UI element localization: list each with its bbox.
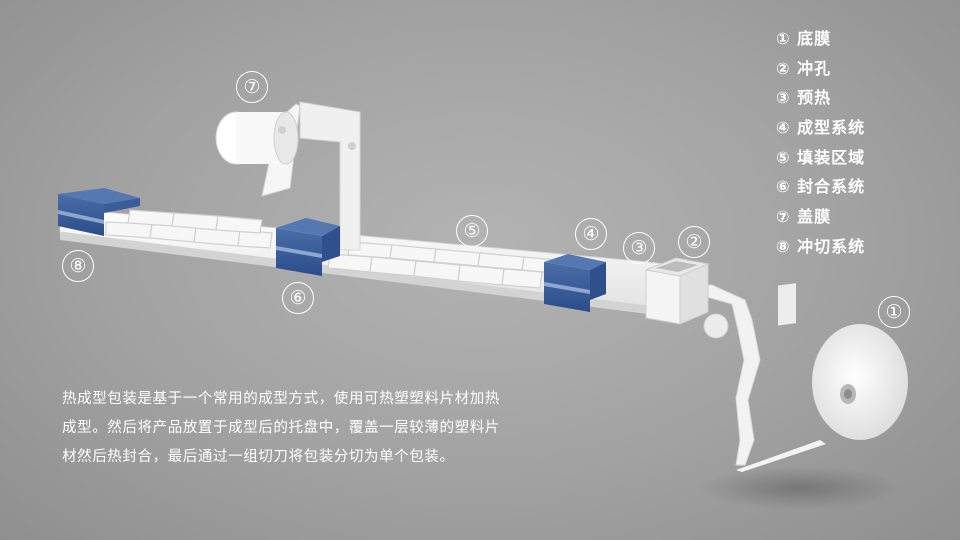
bottom-film-path	[700, 283, 796, 465]
legend-item: ⑦ 盖膜	[776, 204, 865, 234]
legend-label: 封合系统	[797, 174, 865, 200]
legend-label: 预热	[797, 85, 831, 111]
legend-number: ②	[776, 56, 791, 82]
legend-item: ② 冲孔	[776, 56, 865, 86]
legend-item: ⑧ 冲切系统	[776, 234, 865, 264]
legend-item: ① 底膜	[776, 26, 865, 56]
legend-number: ⑥	[776, 174, 791, 200]
legend: ① 底膜 ② 冲孔 ③ 预热 ④ 成型系统 ⑤ 填装区域 ⑥ 封合系统 ⑦ 盖膜…	[776, 26, 865, 264]
legend-label: 底膜	[797, 26, 831, 52]
legend-label: 填装区域	[797, 145, 865, 171]
callout-preheating: ③	[623, 232, 655, 264]
legend-item: ④ 成型系统	[776, 115, 865, 145]
legend-item: ⑤ 填装区域	[776, 145, 865, 175]
floor-shadow	[700, 466, 900, 510]
legend-label: 成型系统	[797, 115, 865, 141]
legend-item: ⑥ 封合系统	[776, 174, 865, 204]
callout-punching: ②	[678, 226, 710, 258]
callout-cutting-system: ⑧	[62, 250, 94, 282]
process-description: 热成型包装是基于一个常用的成型方式，使用可热塑塑料片材加热成型。然后将产品放置于…	[62, 385, 502, 472]
preheat-and-punch-units	[646, 258, 708, 324]
callout-forming-system: ④	[575, 218, 607, 250]
callout-cover-film: ⑦	[236, 71, 268, 103]
legend-number: ④	[776, 115, 791, 141]
legend-label: 盖膜	[797, 204, 831, 230]
legend-label: 冲切系统	[797, 234, 865, 260]
callout-filling-area: ⑤	[456, 215, 488, 247]
legend-number: ⑧	[776, 234, 791, 260]
callout-sealing-system: ⑥	[282, 282, 314, 314]
bottom-film-roll	[736, 324, 908, 472]
legend-number: ①	[776, 26, 791, 52]
legend-item: ③ 预热	[776, 85, 865, 115]
callout-bottom-film: ①	[878, 296, 910, 328]
legend-number: ⑦	[776, 204, 791, 230]
legend-number: ⑤	[776, 145, 791, 171]
legend-number: ③	[776, 85, 791, 111]
legend-label: 冲孔	[797, 56, 831, 82]
